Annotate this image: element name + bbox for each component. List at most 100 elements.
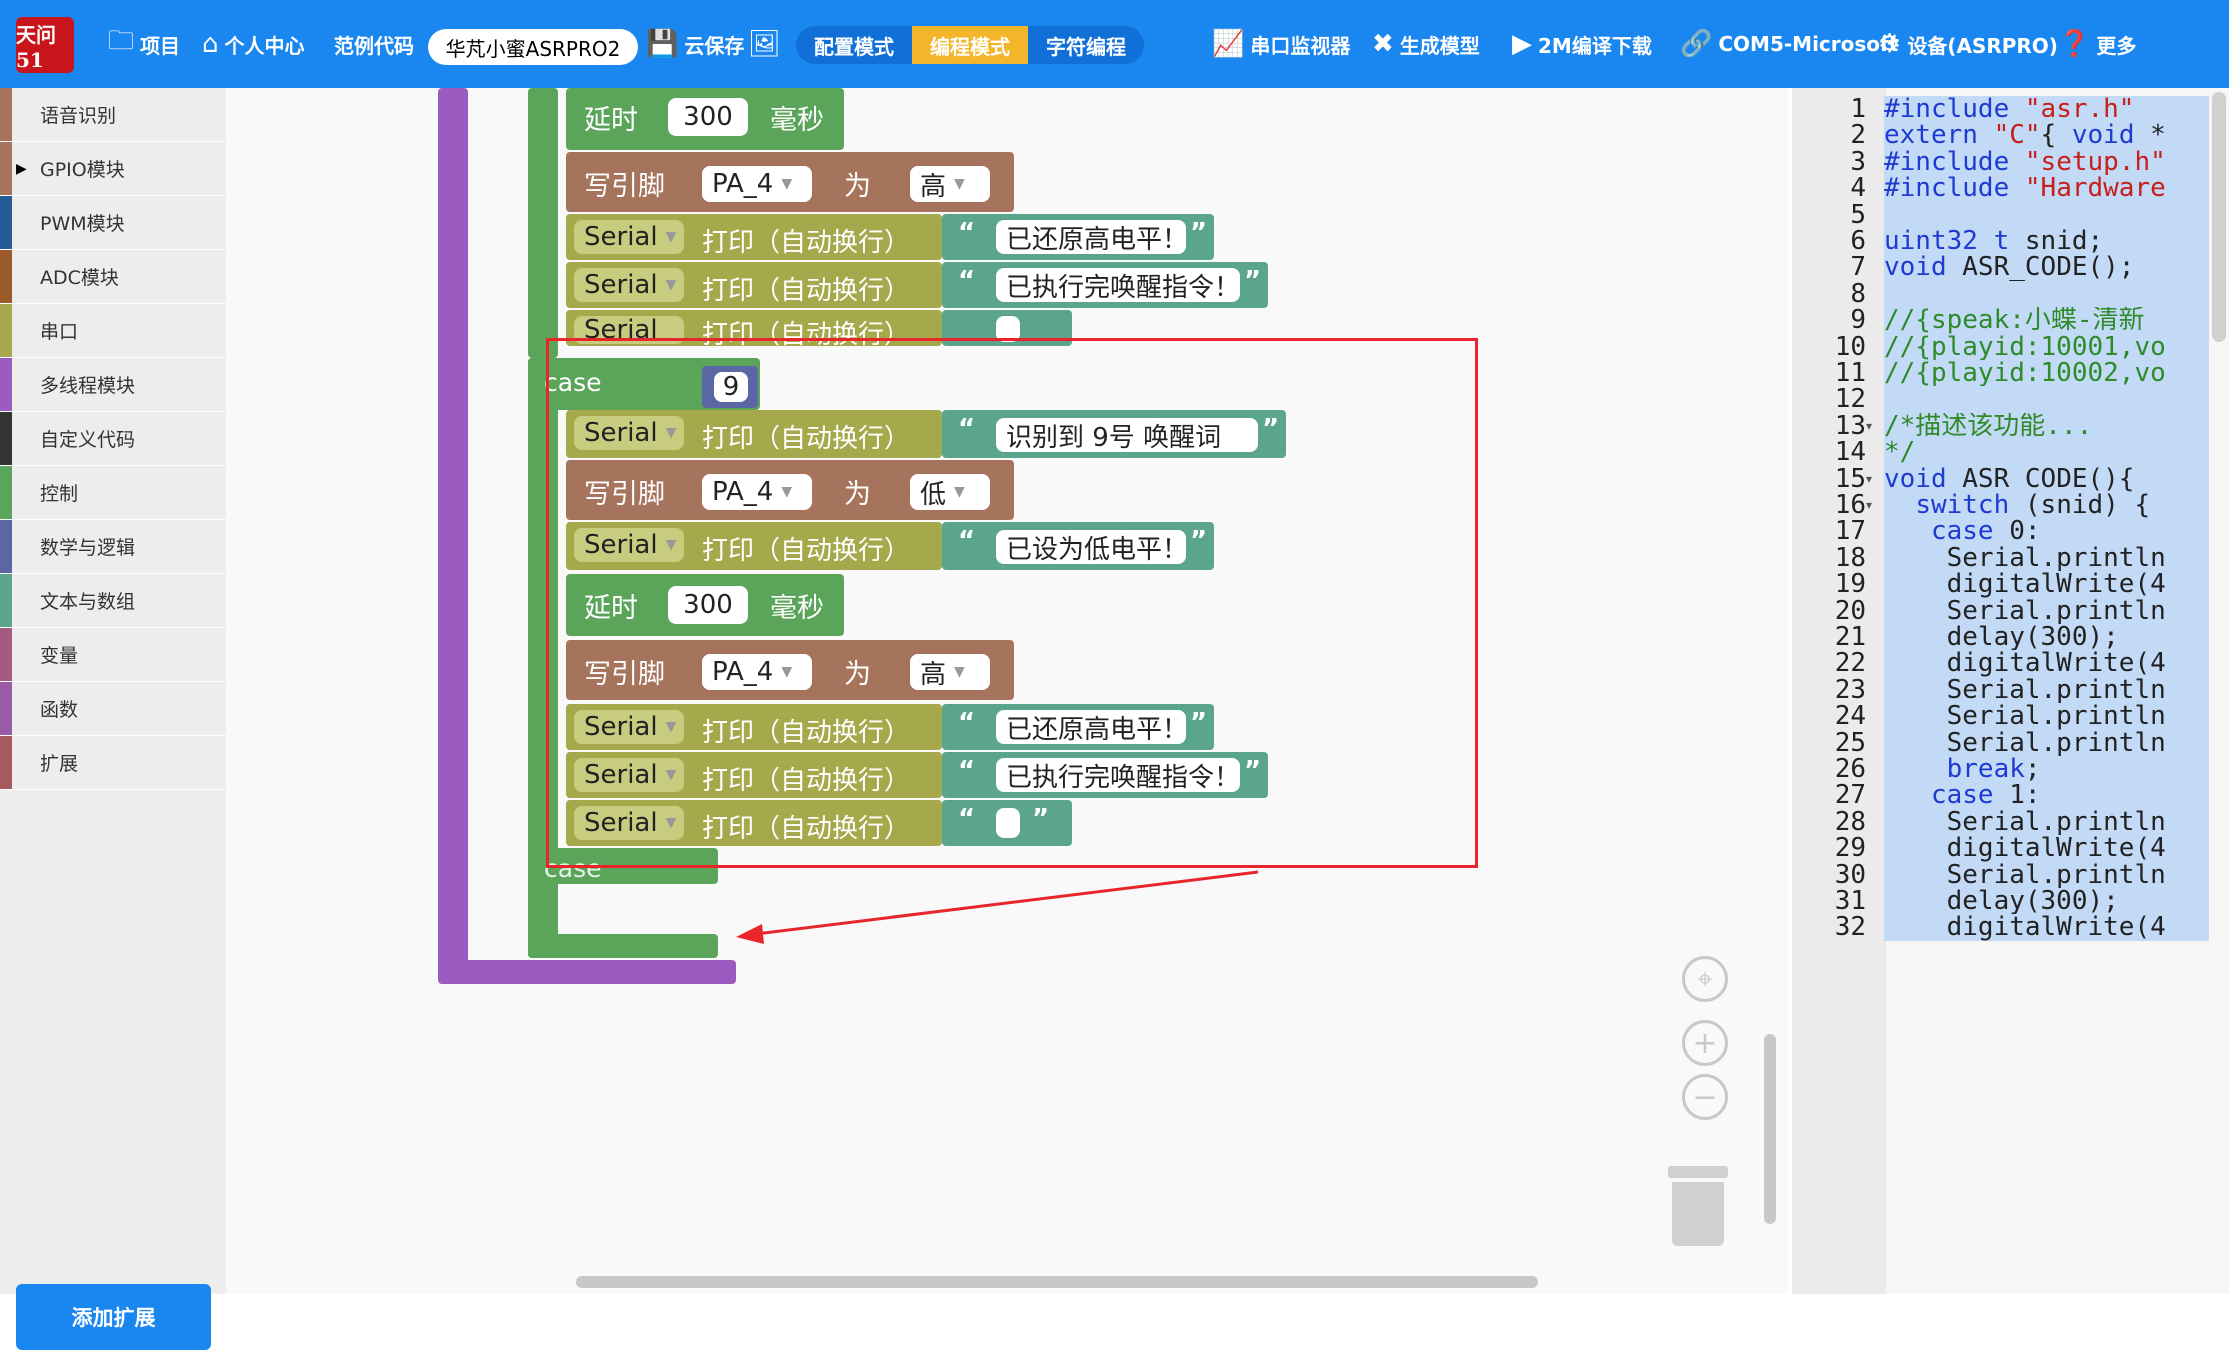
level-dropdown[interactable]: 低▼ (910, 474, 990, 510)
case-block-frame-prev[interactable] (528, 88, 558, 358)
code-line[interactable]: //{playid:10002,vo (1884, 360, 2209, 387)
case-value-field[interactable]: 9 (714, 372, 748, 402)
generate-model-button[interactable]: ✖生成模型 (1372, 29, 1480, 59)
code-line[interactable]: Serial.println (1884, 676, 2209, 704)
compile-download-button[interactable]: ▶2M编译下载 (1512, 29, 1652, 59)
zoom-in-icon[interactable]: + (1682, 1020, 1728, 1066)
line-number: 5 (1850, 199, 1866, 230)
mode-config[interactable]: 配置模式 (796, 26, 912, 64)
serial-dropdown[interactable]: Serial▼ (574, 710, 684, 744)
category-variables[interactable]: 变量 (0, 628, 226, 682)
code-line[interactable]: //{speak:小蝶-清新 (1884, 307, 2209, 334)
pin-dropdown[interactable]: PA_4▼ (702, 654, 812, 690)
code-line[interactable] (1884, 201, 2209, 228)
code-line[interactable]: #include "Hardware (1884, 175, 2209, 202)
category-control[interactable]: 控制 (0, 466, 226, 520)
fold-toggle-icon[interactable]: ▾ (1866, 471, 1873, 486)
code-line[interactable]: digitalWrite(4 (1884, 571, 2209, 598)
com-port-selector[interactable]: 🔗COM5-Microsoft (1680, 29, 1899, 59)
code-line[interactable]: void ASR_CODE(){ (1884, 465, 2209, 492)
fold-toggle-icon[interactable]: ▾ (1866, 498, 1873, 512)
personal-center-link[interactable]: ⌂个人中心 (202, 29, 305, 59)
device-selector[interactable]: ⚙设备(ASRPRO) (1878, 29, 2058, 59)
serial-monitor-button[interactable]: 📈串口监视器 (1212, 29, 1351, 59)
code-line[interactable]: #include "asr.h" (1884, 96, 2209, 123)
code-line[interactable]: extern "C"{ void * (1884, 122, 2209, 149)
code-line[interactable]: //{playid:10001,vo (1884, 333, 2209, 360)
board-selector[interactable]: 华芃小蜜ASRPRO2 (428, 29, 638, 65)
serial-dropdown[interactable]: Serial▼ (574, 758, 684, 792)
text-field[interactable]: 已执行完唤醒指令！ (996, 268, 1240, 303)
code-line[interactable]: case 0: (1884, 518, 2209, 545)
horizontal-scrollbar[interactable] (576, 1276, 1538, 1288)
code-line[interactable] (1884, 280, 2209, 308)
image-export-button[interactable]: 🖼 (748, 0, 787, 88)
trash-icon[interactable] (1668, 1166, 1728, 1248)
code-line[interactable] (1884, 386, 2209, 413)
text-field[interactable]: 已还原高电平！ (996, 710, 1188, 745)
code-line[interactable]: Serial.println (1884, 544, 2209, 572)
category-extensions[interactable]: 扩展 (0, 736, 226, 790)
vertical-scrollbar[interactable] (1764, 1034, 1776, 1224)
category-speech[interactable]: 语音识别 (0, 88, 226, 142)
case-block-footer[interactable] (528, 934, 718, 958)
text-field[interactable]: 识别到 9号 唤醒词 (996, 418, 1258, 453)
code-line[interactable]: Serial.println (1884, 861, 2209, 888)
category-text-array[interactable]: 文本与数组 (0, 574, 226, 628)
blockly-workspace[interactable]: 延时 300 毫秒 写引脚 PA_4▼ 为 高▼ Serial▼ 打印（自动换行… (226, 88, 1788, 1294)
serial-dropdown[interactable]: Serial▼ (574, 220, 684, 254)
text-field[interactable]: 已还原高电平！ (996, 220, 1188, 255)
level-dropdown[interactable]: 高▼ (910, 654, 990, 690)
recenter-icon[interactable]: ⌖ (1682, 956, 1728, 1002)
empty-text-field[interactable] (996, 316, 1020, 342)
code-line[interactable]: Serial.println (1884, 597, 2209, 624)
code-line[interactable]: */ (1884, 439, 2209, 466)
level-dropdown[interactable]: 高▼ (910, 166, 990, 202)
category-custom-code[interactable]: 自定义代码 (0, 412, 226, 466)
code-line[interactable]: case 1: (1884, 782, 2209, 809)
code-line[interactable]: delay(300); (1884, 624, 2209, 651)
category-multithread[interactable]: 多线程模块 (0, 358, 226, 412)
examples-link[interactable]: 范例代码 (334, 33, 414, 58)
delay-value-field[interactable]: 300 (668, 586, 748, 624)
category-pwm[interactable]: PWM模块 (0, 196, 226, 250)
mode-programming[interactable]: 编程模式 (912, 26, 1028, 64)
code-line[interactable]: digitalWrite(4 (1884, 650, 2209, 677)
code-line[interactable]: switch (snid) { (1884, 492, 2209, 519)
zoom-out-icon[interactable]: − (1682, 1074, 1728, 1120)
switch-block-footer[interactable] (438, 960, 736, 984)
category-math-logic[interactable]: 数学与逻辑 (0, 520, 226, 574)
switch-block-frame[interactable] (438, 88, 468, 980)
category-gpio[interactable]: ▶GPIO模块 (0, 142, 226, 196)
code-line[interactable]: uint32_t snid; (1884, 228, 2209, 255)
code-line[interactable]: Serial.println (1884, 808, 2209, 836)
text-field[interactable]: 已设为低电平！ (996, 530, 1188, 565)
cloud-save-button[interactable]: 💾云保存 (646, 29, 745, 59)
category-adc[interactable]: ADC模块 (0, 250, 226, 304)
code-line[interactable]: Serial.println (1884, 703, 2209, 730)
mode-text-programming[interactable]: 字符编程 (1028, 26, 1144, 64)
serial-dropdown[interactable]: Serial▼ (574, 268, 684, 302)
code-line[interactable]: delay(300); (1884, 888, 2209, 915)
empty-text-field[interactable] (996, 808, 1020, 838)
code-line[interactable]: void ASR_CODE(); (1884, 254, 2209, 281)
text-field[interactable]: 已执行完唤醒指令！ (996, 758, 1240, 793)
more-menu[interactable]: ❓更多 (2058, 29, 2137, 59)
code-line[interactable]: /*描述该功能... (1884, 412, 2209, 440)
category-serial[interactable]: 串口 (0, 304, 226, 358)
code-line[interactable]: digitalWrite(4 (1884, 835, 2209, 862)
project-menu[interactable]: 🗀项目 (108, 0, 180, 88)
code-line[interactable]: digitalWrite(4 (1884, 914, 2209, 941)
pin-dropdown[interactable]: PA_4▼ (702, 166, 812, 202)
category-functions[interactable]: 函数 (0, 682, 226, 736)
code-line[interactable]: #include "setup.h" (1884, 148, 2209, 176)
serial-dropdown[interactable]: Serial▼ (574, 416, 684, 450)
serial-dropdown[interactable]: Serial▼ (574, 528, 684, 562)
delay-value-field[interactable]: 300 (668, 98, 748, 136)
serial-dropdown[interactable]: Serial▼ (574, 806, 684, 840)
pin-dropdown[interactable]: PA_4▼ (702, 474, 812, 510)
fold-toggle-icon[interactable]: ▾ (1866, 418, 1873, 433)
code-line[interactable]: Serial.println (1884, 729, 2209, 756)
code-line[interactable]: break; (1884, 756, 2209, 783)
code-scrollbar[interactable] (2212, 92, 2226, 342)
